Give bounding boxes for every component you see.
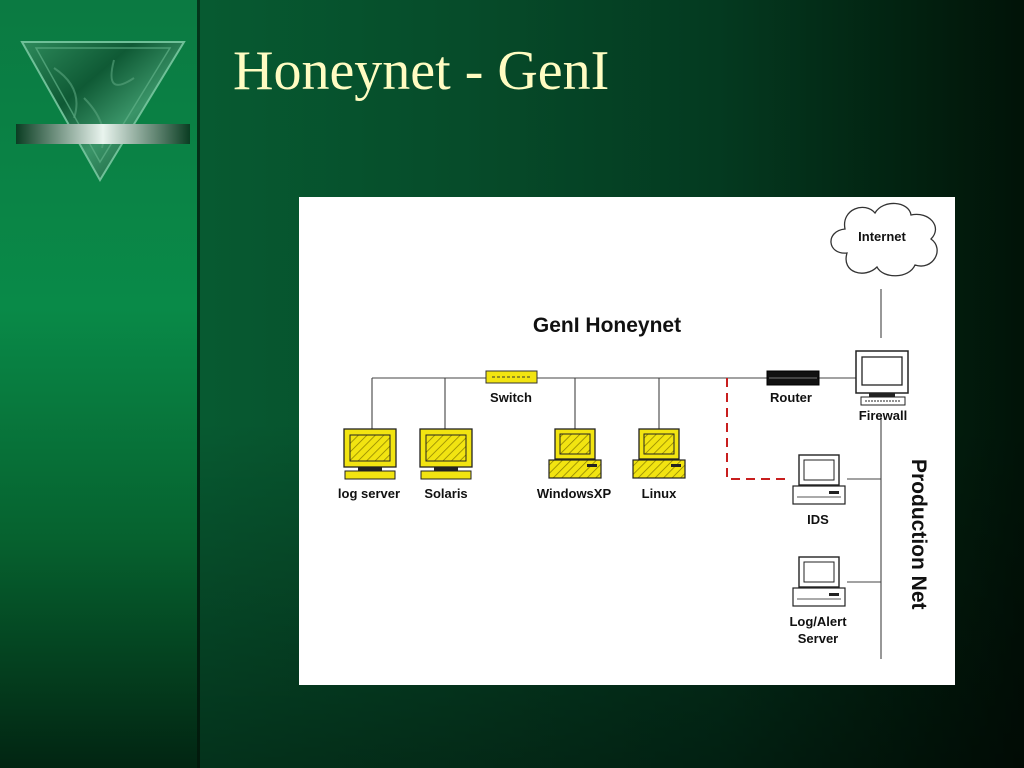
switch-label: Switch	[490, 390, 532, 405]
log-server-honeypot-icon	[343, 428, 397, 480]
log-alert-label-line1: Log/Alert	[789, 614, 847, 629]
internet-label: Internet	[858, 229, 906, 244]
firewall-label: Firewall	[859, 408, 907, 423]
network-diagram-panel: Internet GenI Honeynet Switch R	[299, 197, 955, 685]
sidebar-edge	[197, 0, 200, 768]
firewall-computer-icon	[855, 350, 909, 406]
internet-cloud-icon	[830, 202, 938, 277]
marble-triangle-logo-icon	[16, 41, 190, 182]
linux-label: Linux	[642, 486, 677, 501]
log-alert-server-computer-icon	[792, 556, 846, 607]
linux-honeypot-icon	[632, 428, 686, 479]
solaris-label: Solaris	[424, 486, 467, 501]
production-net-label: Production Net	[907, 459, 930, 610]
ids-computer-icon	[792, 454, 846, 505]
slide-title: Honeynet - GenI	[233, 40, 610, 102]
windowsxp-label: WindowsXP	[537, 486, 612, 501]
solaris-honeypot-icon	[419, 428, 473, 480]
ids-label: IDS	[807, 512, 829, 527]
router-icon	[766, 370, 820, 386]
switch-icon	[485, 370, 538, 384]
log-server-label: log server	[338, 486, 400, 501]
log-alert-label-line2: Server	[798, 631, 838, 646]
network-diagram: Internet GenI Honeynet Switch R	[338, 202, 938, 659]
diagram-heading: GenI Honeynet	[533, 314, 681, 337]
windowsxp-honeypot-icon	[548, 428, 602, 479]
router-label: Router	[770, 390, 812, 405]
ids-monitor-link	[726, 378, 791, 480]
